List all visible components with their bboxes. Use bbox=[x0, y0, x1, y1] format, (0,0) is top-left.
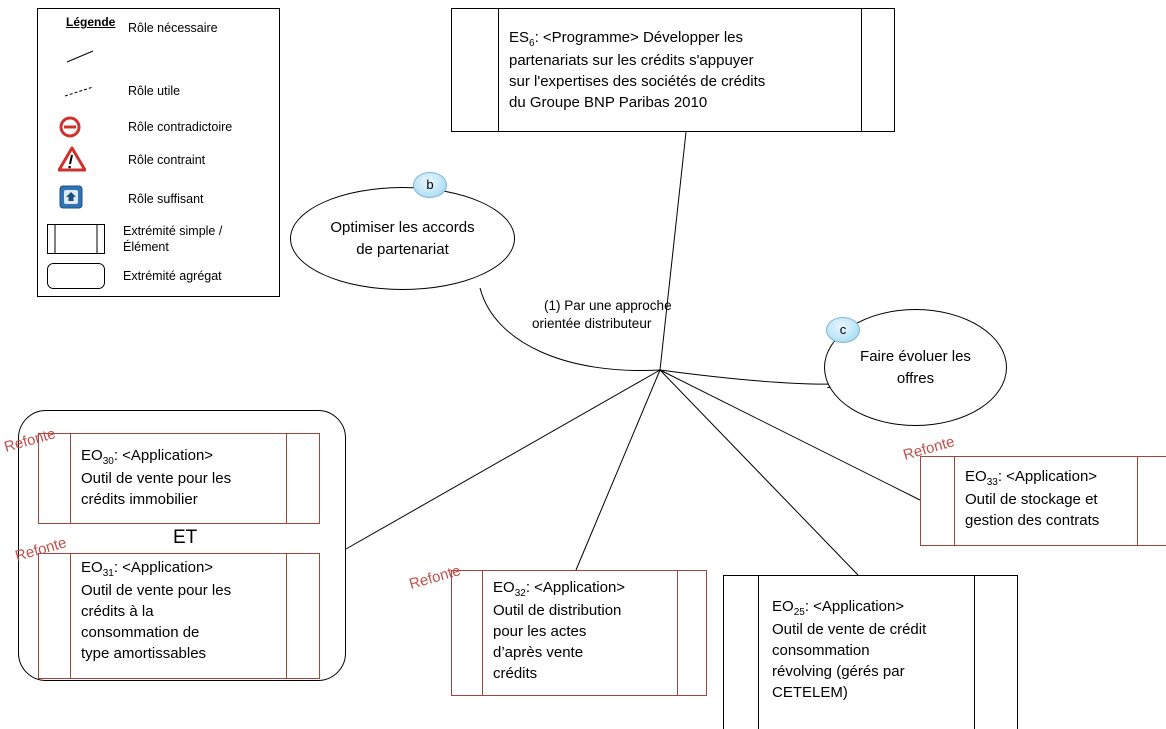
element-eo31: EO31: <Application> Outil de vente pour … bbox=[38, 553, 320, 679]
legend-label-contradictory: Rôle contradictoire bbox=[128, 120, 233, 134]
connector-top-element bbox=[659, 131, 687, 371]
connector-group bbox=[345, 369, 661, 550]
connector-eo32 bbox=[575, 369, 661, 571]
legend-label-aggregate-end: Extrémité agrégat bbox=[123, 269, 222, 283]
legend-label-constrained: Rôle contraint bbox=[128, 153, 206, 167]
legend-panel: Légende Rôle nécessaire Rôle utile Rôle … bbox=[37, 8, 280, 297]
element-eo32: EO32: <Application> Outil de distributio… bbox=[451, 570, 707, 696]
house-square-icon bbox=[59, 185, 83, 209]
element-eo25-text: EO25: <Application> Outil de vente de cr… bbox=[772, 598, 927, 701]
warning-triangle-icon bbox=[58, 146, 86, 172]
element-eo30: EO30: <Application> Outil de vente pour … bbox=[38, 433, 320, 524]
badge-b: b bbox=[413, 172, 447, 198]
legend-title: Légende bbox=[66, 15, 116, 29]
element-eo30-text: EO30: <Application> Outil de vente pour … bbox=[81, 447, 232, 508]
element-eo33-text: EO33: <Application> Outil de stockage et… bbox=[965, 468, 1100, 529]
element-eo32-text: EO32: <Application> Outil de distributio… bbox=[493, 579, 626, 682]
connector-annotation: (1) Par une approche orientée distribute… bbox=[532, 298, 672, 331]
element-es6-text: ES6: <Programme> Développer les partenar… bbox=[509, 29, 766, 111]
element-eo31-text: EO31: <Application> Outil de vente pour … bbox=[81, 559, 232, 662]
element-eo25: EO25: <Application> Outil de vente de cr… bbox=[723, 575, 1018, 729]
element-es6: ES6: <Programme> Développer les partenar… bbox=[451, 8, 895, 132]
legend-label-necessary: Rôle nécessaire bbox=[128, 21, 218, 35]
and-label: ET bbox=[173, 527, 198, 548]
solid-line-icon bbox=[66, 50, 94, 63]
legend-label-sufficient: Rôle suffisant bbox=[128, 192, 204, 206]
simple-end-box-icon bbox=[47, 224, 105, 254]
legend-label-useful: Rôle utile bbox=[128, 84, 181, 98]
connector-eo33 bbox=[659, 369, 921, 501]
element-eo33: EO33: <Application> Outil de stockage et… bbox=[920, 456, 1166, 546]
aggregate-end-box-icon bbox=[47, 263, 105, 289]
legend-label-simple-end: Extrémité simple / Élément bbox=[123, 224, 223, 254]
connector-eo25 bbox=[659, 369, 859, 576]
no-entry-icon bbox=[59, 116, 81, 138]
badge-c: c bbox=[826, 317, 860, 343]
dashed-line-icon bbox=[64, 86, 94, 97]
